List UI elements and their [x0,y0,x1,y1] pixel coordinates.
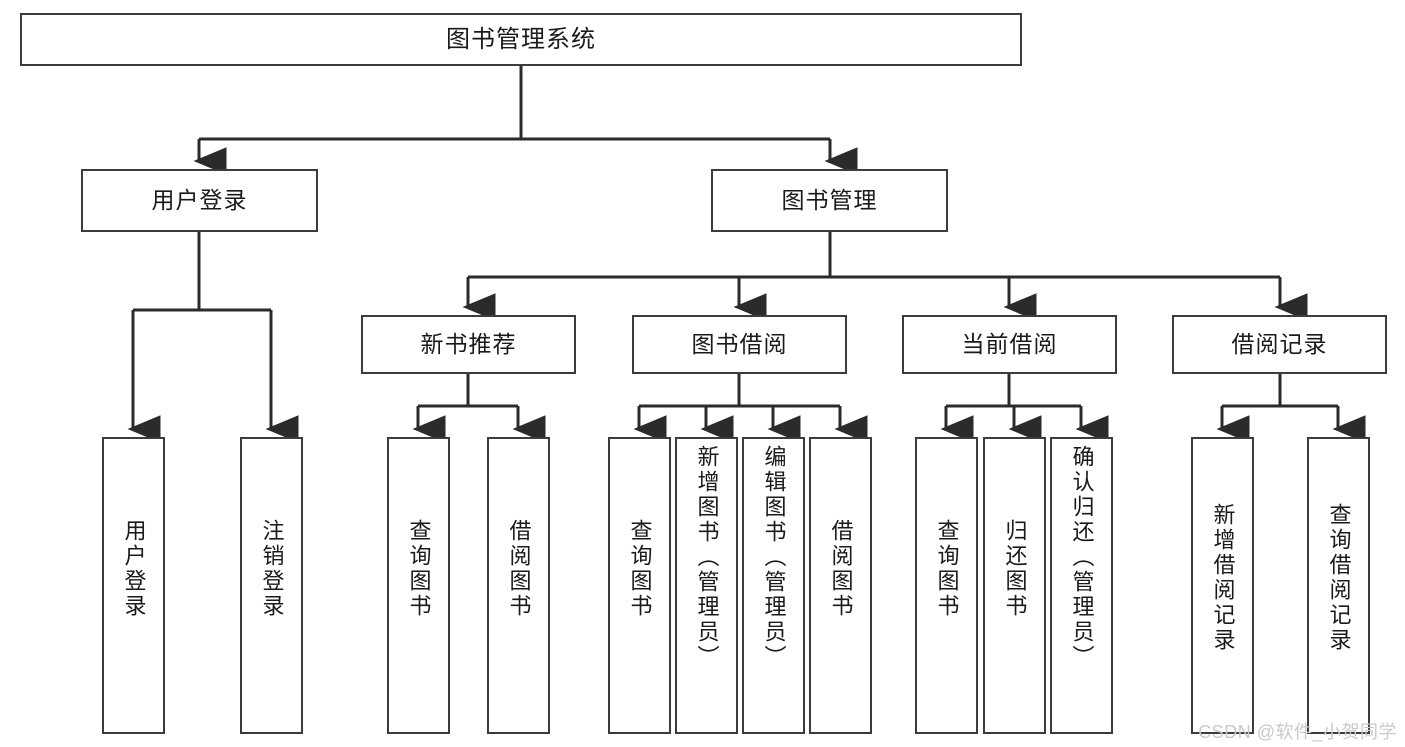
leaf-records-query-record[interactable]: 查询借阅记录 [1307,437,1370,734]
leaf-label: 查询图书 [406,519,432,619]
leaf-label: 查询图书 [934,519,960,619]
leaf-new-book-borrow[interactable]: 借阅图书 [487,437,550,734]
leaf-current-confirm-return-admin[interactable]: 确认归还（管理员） [1050,437,1113,734]
node-user-login[interactable]: 用户登录 [81,169,318,232]
leaf-records-add-record[interactable]: 新增借阅记录 [1191,437,1254,734]
leaf-label: 借阅图书 [828,519,854,619]
leaf-label: 查询图书 [627,519,653,619]
leaf-borrow-edit-book-admin[interactable]: 编辑图书（管理员） [742,437,805,734]
leaf-label: 借阅图书 [506,519,532,619]
leaf-new-book-query[interactable]: 查询图书 [387,437,450,734]
node-root-system[interactable]: 图书管理系统 [20,13,1022,66]
leaf-user-login-login[interactable]: 用户登录 [102,437,165,734]
leaf-label: 编辑图书（管理员） [761,445,787,670]
leaf-borrow-query-book[interactable]: 查询图书 [608,437,671,734]
leaf-label: 查询借阅记录 [1326,503,1352,653]
node-current-borrow[interactable]: 当前借阅 [902,315,1117,374]
csdn-watermark: CSDN @软件_小贺同学 [1198,722,1397,742]
node-borrow-records[interactable]: 借阅记录 [1172,315,1387,374]
leaf-label: 新增借阅记录 [1210,503,1236,653]
leaf-user-login-logout[interactable]: 注销登录 [240,437,303,734]
node-book-borrow[interactable]: 图书借阅 [632,315,847,374]
leaf-label: 确认归还（管理员） [1069,445,1095,670]
leaf-current-return-book[interactable]: 归还图书 [983,437,1046,734]
leaf-label: 归还图书 [1002,519,1028,619]
leaf-current-query-book[interactable]: 查询图书 [915,437,978,734]
leaf-label: 注销登录 [259,519,285,619]
leaf-borrow-borrow-book[interactable]: 借阅图书 [809,437,872,734]
leaf-label: 用户登录 [121,519,147,619]
node-new-book-recommend[interactable]: 新书推荐 [361,315,576,374]
leaf-label: 新增图书（管理员） [694,445,720,670]
node-book-management[interactable]: 图书管理 [711,169,948,232]
leaf-borrow-add-book-admin[interactable]: 新增图书（管理员） [675,437,738,734]
